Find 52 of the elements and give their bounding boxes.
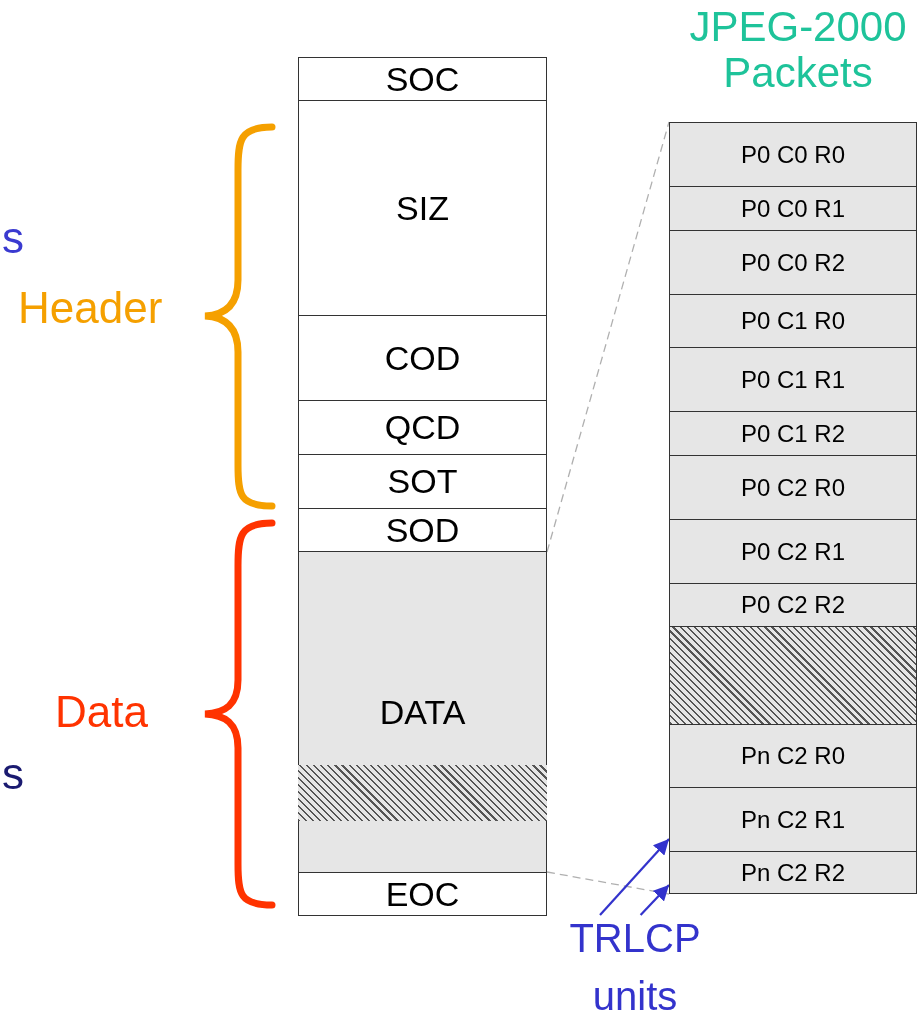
packet-box (669, 724, 917, 788)
segment-label: COD (384, 338, 461, 378)
packet-label: P0 C1 R0 (740, 307, 846, 335)
marker-segment-box (298, 100, 547, 316)
packet-box (669, 347, 917, 412)
segment-label: SIZ (396, 188, 449, 228)
marker-segment-box (298, 508, 547, 552)
packet-box (669, 519, 917, 584)
zoom-line (546, 121, 670, 553)
segment-label: EOC (385, 874, 460, 914)
packet-label: P0 C0 R0 (740, 140, 846, 169)
zoom-line (546, 871, 670, 895)
marker-segment-box (298, 315, 547, 401)
arrow (599, 838, 670, 916)
marker-segment-box (298, 454, 547, 509)
segment-label: SOC (385, 59, 460, 99)
segment-label: DATA (379, 692, 466, 732)
marker-segment-box (298, 400, 547, 455)
packet-box (669, 186, 917, 231)
callout-text: TRLCP units (568, 915, 702, 1019)
segment-label: QCD (384, 408, 461, 447)
partial-text: s (2, 216, 24, 260)
packet-label: P0 C1 R2 (740, 419, 846, 448)
segment-label: SOT (387, 462, 458, 501)
packet-label: P0 C2 R0 (740, 473, 846, 502)
packet-box (669, 851, 917, 894)
packet-box (669, 583, 917, 627)
packet-box (669, 122, 917, 187)
diagram-title: JPEG-2000 Packets (688, 4, 908, 97)
packet-label: P0 C0 R1 (740, 194, 846, 223)
hatched-box (669, 626, 917, 725)
packet-label: P0 C2 R1 (740, 537, 846, 566)
packet-box (669, 787, 917, 852)
packet-box (669, 411, 917, 456)
marker-segment-box (298, 551, 547, 873)
marker-segment-box (298, 57, 547, 101)
arrow (639, 884, 670, 916)
segment-label: SOD (385, 510, 460, 550)
packet-box (669, 455, 917, 520)
packet-label: Pn C2 R0 (740, 742, 846, 770)
partial-text: s (2, 752, 24, 796)
packet-box (669, 294, 917, 348)
packet-label: P0 C1 R1 (740, 365, 846, 394)
packet-label: P0 C0 R2 (740, 248, 846, 277)
packet-label: Pn C2 R1 (740, 805, 846, 834)
packet-label: P0 C2 R2 (740, 591, 846, 619)
packet-box (669, 230, 917, 295)
brace-label: Header (18, 286, 163, 330)
hatched-box (297, 764, 547, 821)
brace-label: Data (55, 690, 148, 734)
marker-segment-box (298, 872, 547, 916)
packet-label: Pn C2 R2 (740, 858, 846, 887)
